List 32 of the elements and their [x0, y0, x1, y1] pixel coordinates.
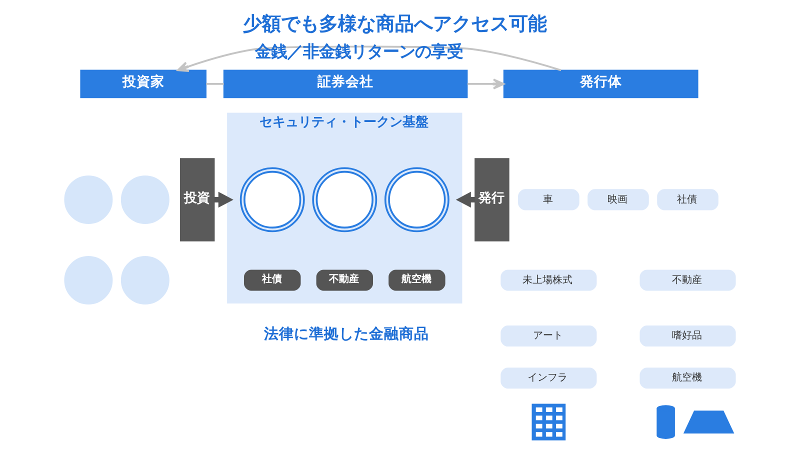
node-picture [532, 404, 566, 440]
node-box: 航空機 [388, 270, 446, 291]
node-box: 発行 [474, 158, 510, 242]
node-box: 投資家 [80, 70, 206, 98]
node-box: インフラ [500, 368, 597, 389]
edge-label: 金銭／非金銭リターンの享受 [254, 42, 463, 61]
arrow [467, 78, 505, 90]
node-box: アート [500, 326, 597, 347]
node-circle [312, 167, 378, 232]
node-circle [240, 167, 305, 232]
node-box: 社債 [657, 189, 718, 210]
node-person [120, 256, 170, 304]
node-box: 投資 [180, 158, 215, 242]
diagram-title: 少額でも多様な商品へアクセス可能 [243, 12, 548, 35]
node-box: 社債 [244, 270, 301, 291]
node-box: 映画 [588, 189, 649, 210]
node-person [64, 256, 113, 304]
node-box: 未上場株式 [500, 270, 597, 291]
node-box: 車 [518, 189, 580, 210]
connector [206, 83, 224, 85]
node-circle [384, 167, 450, 232]
node-picture [683, 410, 734, 434]
node-box: 航空機 [640, 368, 736, 389]
node-box: 不動産 [640, 270, 736, 291]
node-box: 証券会社 [223, 70, 468, 98]
node-box: 不動産 [316, 270, 373, 291]
node-person [64, 175, 113, 224]
node-person [120, 175, 170, 224]
node-box: 発行体 [503, 70, 698, 98]
node-box: 嗜好品 [640, 326, 736, 347]
arrow [176, 46, 562, 72]
node-label: 法律に準拠した金融商品 [264, 326, 430, 343]
